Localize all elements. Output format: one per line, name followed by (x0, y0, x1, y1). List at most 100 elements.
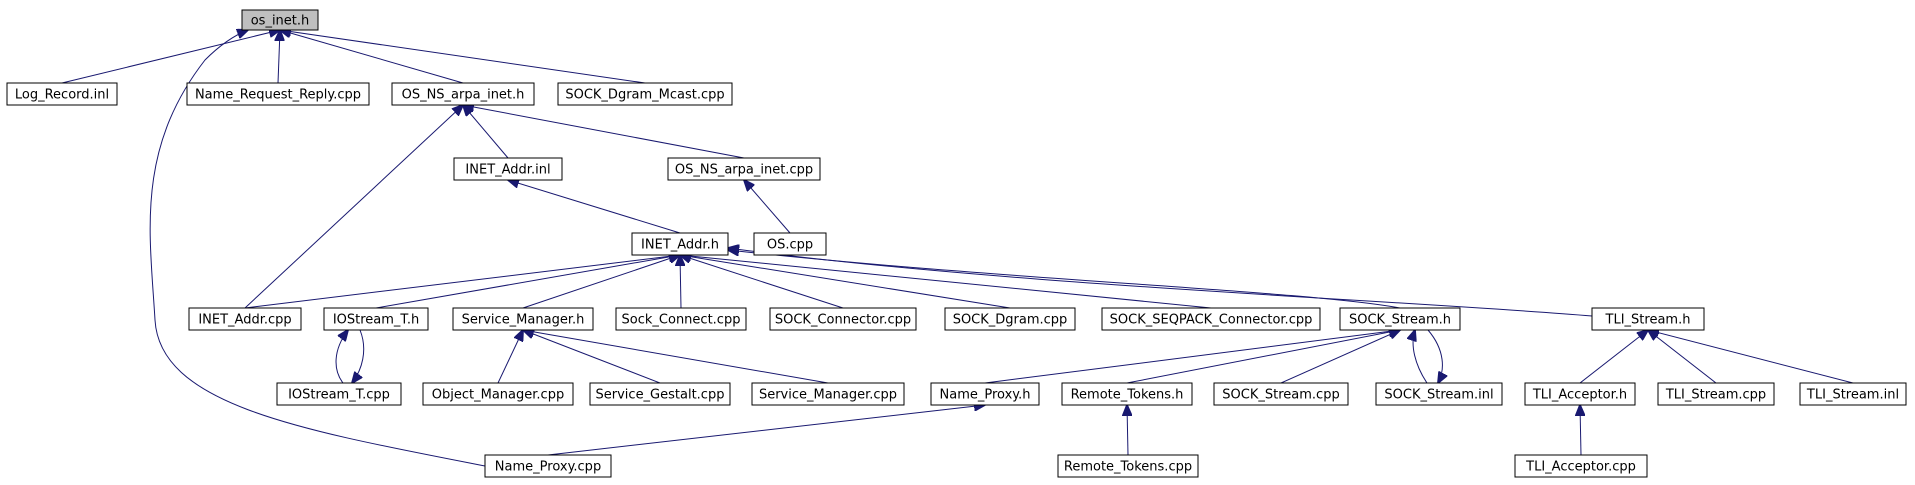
edge-tli-stream-cpp-to-tli-stream-h (1648, 330, 1717, 384)
node-label: TLI_Stream.cpp (1665, 388, 1766, 403)
node-box (452, 307, 594, 331)
edge-remote-tokens-cpp-to-remote-tokens-h (1127, 405, 1128, 456)
node-box (1061, 382, 1193, 406)
node-inet-addr-inl[interactable]: INET_Addr.inl (453, 157, 563, 181)
node-tli-stream-inl[interactable]: TLI_Stream.inl (1799, 382, 1907, 406)
node-tli-stream-cpp[interactable]: TLI_Stream.cpp (1657, 382, 1775, 406)
node-label: SOCK_Stream.h (1349, 313, 1451, 328)
node-label: Service_Manager.h (462, 313, 585, 328)
node-box (1799, 382, 1907, 406)
node-service-manager-h[interactable]: Service_Manager.h (452, 307, 594, 331)
node-box (944, 307, 1076, 331)
node-label: Sock_Connect.cpp (622, 313, 741, 328)
node-label: Name_Proxy.h (940, 388, 1031, 403)
node-log-record-inl[interactable]: Log_Record.inl (6, 82, 118, 106)
node-label: Remote_Tokens.h (1071, 388, 1184, 403)
node-box (1213, 382, 1349, 406)
node-label: TLI_Acceptor.cpp (1525, 460, 1636, 475)
node-box (241, 9, 319, 31)
node-os-inet-h[interactable]: os_inet.h (241, 9, 319, 31)
node-label: Object_Manager.cpp (432, 388, 564, 403)
node-label: SOCK_Dgram.cpp (953, 313, 1068, 328)
node-label: Remote_Tokens.cpp (1064, 460, 1192, 475)
node-label: TLI_Stream.h (1605, 313, 1691, 328)
edge-tli-acceptor-cpp-to-tli-acceptor-h (1580, 405, 1581, 456)
node-label: INET_Addr.h (641, 238, 719, 253)
node-box (753, 232, 827, 256)
edge-service-manager-h-to-inet-addr-h (522, 255, 680, 309)
node-tli-acceptor-cpp[interactable]: TLI_Acceptor.cpp (1514, 454, 1648, 478)
node-label: SOCK_Stream.cpp (1222, 388, 1339, 403)
node-box (930, 382, 1040, 406)
node-remote-tokens-cpp[interactable]: Remote_Tokens.cpp (1057, 454, 1199, 478)
node-box (1657, 382, 1775, 406)
node-service-manager-cpp[interactable]: Service_Manager.cpp (751, 382, 905, 406)
node-sock-stream-cpp[interactable]: SOCK_Stream.cpp (1213, 382, 1349, 406)
node-box (751, 382, 905, 406)
edge-iostream-t-h-to-inet-addr-h (375, 255, 680, 309)
node-box (1524, 382, 1636, 406)
node-box (1101, 307, 1321, 331)
edge-iostream-t-cpp-to-iostream-t-h (335, 330, 348, 384)
node-sock-connect-cpp[interactable]: Sock_Connect.cpp (615, 307, 747, 331)
node-sock-seqpack-connector-cpp[interactable]: SOCK_SEQPACK_Connector.cpp (1101, 307, 1321, 331)
node-sock-dgram-mcast-cpp[interactable]: SOCK_Dgram_Mcast.cpp (557, 82, 733, 106)
node-object-manager-cpp[interactable]: Object_Manager.cpp (422, 382, 574, 406)
node-name-request-reply-cpp[interactable]: Name_Request_Reply.cpp (186, 82, 370, 106)
node-inet-addr-h[interactable]: INET_Addr.h (631, 232, 729, 256)
node-box (1057, 454, 1199, 478)
edge-name-proxy-h-to-sock-stream-h (984, 330, 1400, 384)
edge-sock-stream-inl-to-sock-stream-h (1413, 330, 1428, 384)
node-tli-acceptor-h[interactable]: TLI_Acceptor.h (1524, 382, 1636, 406)
node-box (422, 382, 574, 406)
node-name-proxy-cpp[interactable]: Name_Proxy.cpp (484, 454, 612, 478)
node-sock-stream-inl[interactable]: SOCK_Stream.inl (1375, 382, 1503, 406)
node-sock-connector-cpp[interactable]: SOCK_Connector.cpp (769, 307, 917, 331)
edge-name-proxy-cpp-to-name-proxy-h (547, 405, 985, 456)
edge-remote-tokens-h-to-sock-stream-h (1126, 330, 1400, 384)
edge-name-proxy-cpp-to-os-inet-h (149, 30, 486, 467)
node-iostream-t-cpp[interactable]: IOStream_T.cpp (276, 382, 402, 406)
node-label: OS_NS_arpa_inet.cpp (675, 163, 813, 178)
node-remote-tokens-h[interactable]: Remote_Tokens.h (1061, 382, 1193, 406)
node-label: Name_Request_Reply.cpp (195, 88, 361, 103)
node-box (589, 382, 731, 406)
edge-inet-addr-cpp-to-inet-addr-h (244, 255, 680, 309)
node-box (188, 307, 302, 331)
node-box (769, 307, 917, 331)
node-box (631, 232, 729, 256)
node-inet-addr-cpp[interactable]: INET_Addr.cpp (188, 307, 302, 331)
node-box (1375, 382, 1503, 406)
node-label: TLI_Stream.inl (1806, 388, 1899, 403)
node-label: SOCK_SEQPACK_Connector.cpp (1110, 313, 1313, 328)
node-box (453, 157, 563, 181)
node-os-ns-arpa-inet-h[interactable]: OS_NS_arpa_inet.h (391, 82, 535, 106)
node-label: SOCK_Dgram_Mcast.cpp (565, 88, 724, 103)
edge-sock-dgram-cpp-to-inet-addr-h (680, 255, 1011, 309)
node-box (323, 307, 429, 331)
node-service-gestalt-cpp[interactable]: Service_Gestalt.cpp (589, 382, 731, 406)
edge-sock-connect-cpp-to-inet-addr-h (680, 255, 681, 309)
node-sock-dgram-cpp[interactable]: SOCK_Dgram.cpp (944, 307, 1076, 331)
node-name-proxy-h[interactable]: Name_Proxy.h (930, 382, 1040, 406)
edge-tli-acceptor-h-to-tli-stream-h (1579, 330, 1648, 384)
node-label: Name_Proxy.cpp (495, 460, 601, 475)
edge-tli-stream-inl-to-tli-stream-h (1648, 330, 1854, 384)
node-os-ns-arpa-inet-cpp[interactable]: OS_NS_arpa_inet.cpp (667, 157, 821, 181)
node-tli-stream-h[interactable]: TLI_Stream.h (1591, 307, 1705, 331)
node-box (1591, 307, 1705, 331)
edge-os-ns-arpa-inet-h-to-os-inet-h (280, 30, 464, 84)
edges-layer (61, 30, 1854, 467)
edge-service-gestalt-cpp-to-service-manager-h (523, 330, 661, 384)
node-os-cpp[interactable]: OS.cpp (753, 232, 827, 256)
node-box (1514, 454, 1648, 478)
node-label: SOCK_Connector.cpp (775, 313, 911, 328)
node-sock-stream-h[interactable]: SOCK_Stream.h (1339, 307, 1461, 331)
edge-iostream-t-h-to-iostream-t-cpp (352, 329, 365, 383)
node-label: OS.cpp (767, 238, 813, 253)
node-box (484, 454, 612, 478)
node-iostream-t-h[interactable]: IOStream_T.h (323, 307, 429, 331)
node-box (6, 82, 118, 106)
edge-object-manager-cpp-to-service-manager-h (497, 330, 523, 384)
